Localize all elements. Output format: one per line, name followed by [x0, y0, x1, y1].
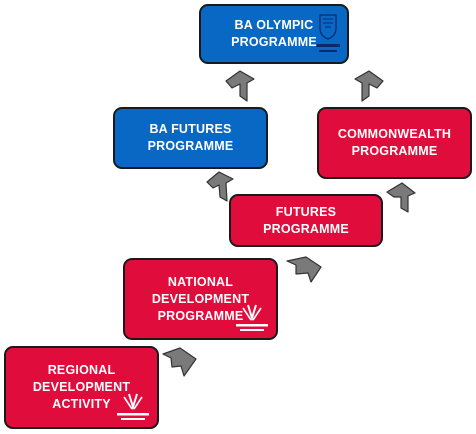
right-arrow-icon	[286, 256, 322, 283]
up-arrow-icon	[386, 182, 416, 213]
node-label: FUTURES PROGRAMME	[263, 204, 349, 236]
node-label: NATIONAL DEVELOPMENT PROGRAMME	[151, 274, 250, 323]
node-ba-futures-programme: BA FUTURES PROGRAMME	[113, 107, 268, 169]
up-arrow-icon	[225, 70, 255, 102]
node-label: BA FUTURES PROGRAMME	[147, 122, 234, 153]
node-regional-development-activity: REGIONAL DEVELOPMENT ACTIVITY	[4, 346, 159, 429]
welsh-athletics-logo-icon	[236, 304, 268, 331]
up-arrow-icon	[354, 70, 384, 102]
right-arrow-icon	[162, 347, 197, 377]
node-futures-programme: FUTURES PROGRAMME	[229, 194, 383, 247]
welsh-athletics-logo-icon	[117, 393, 149, 420]
node-label: COMMONWEALTH PROGRAMME	[337, 127, 452, 158]
node-label: BA OLYMPIC PROGRAMME	[231, 18, 317, 49]
node-label: REGIONAL DEVELOPMENT ACTIVITY	[32, 363, 131, 411]
node-national-development-programme: NATIONAL DEVELOPMENT PROGRAMME	[123, 258, 278, 340]
node-ba-olympic-programme: BA OLYMPIC PROGRAMME	[199, 4, 349, 64]
up-arrow-icon	[206, 171, 234, 202]
british-athletics-crest-icon	[316, 14, 340, 52]
node-commonwealth-programme: COMMONWEALTH PROGRAMME	[317, 107, 472, 179]
